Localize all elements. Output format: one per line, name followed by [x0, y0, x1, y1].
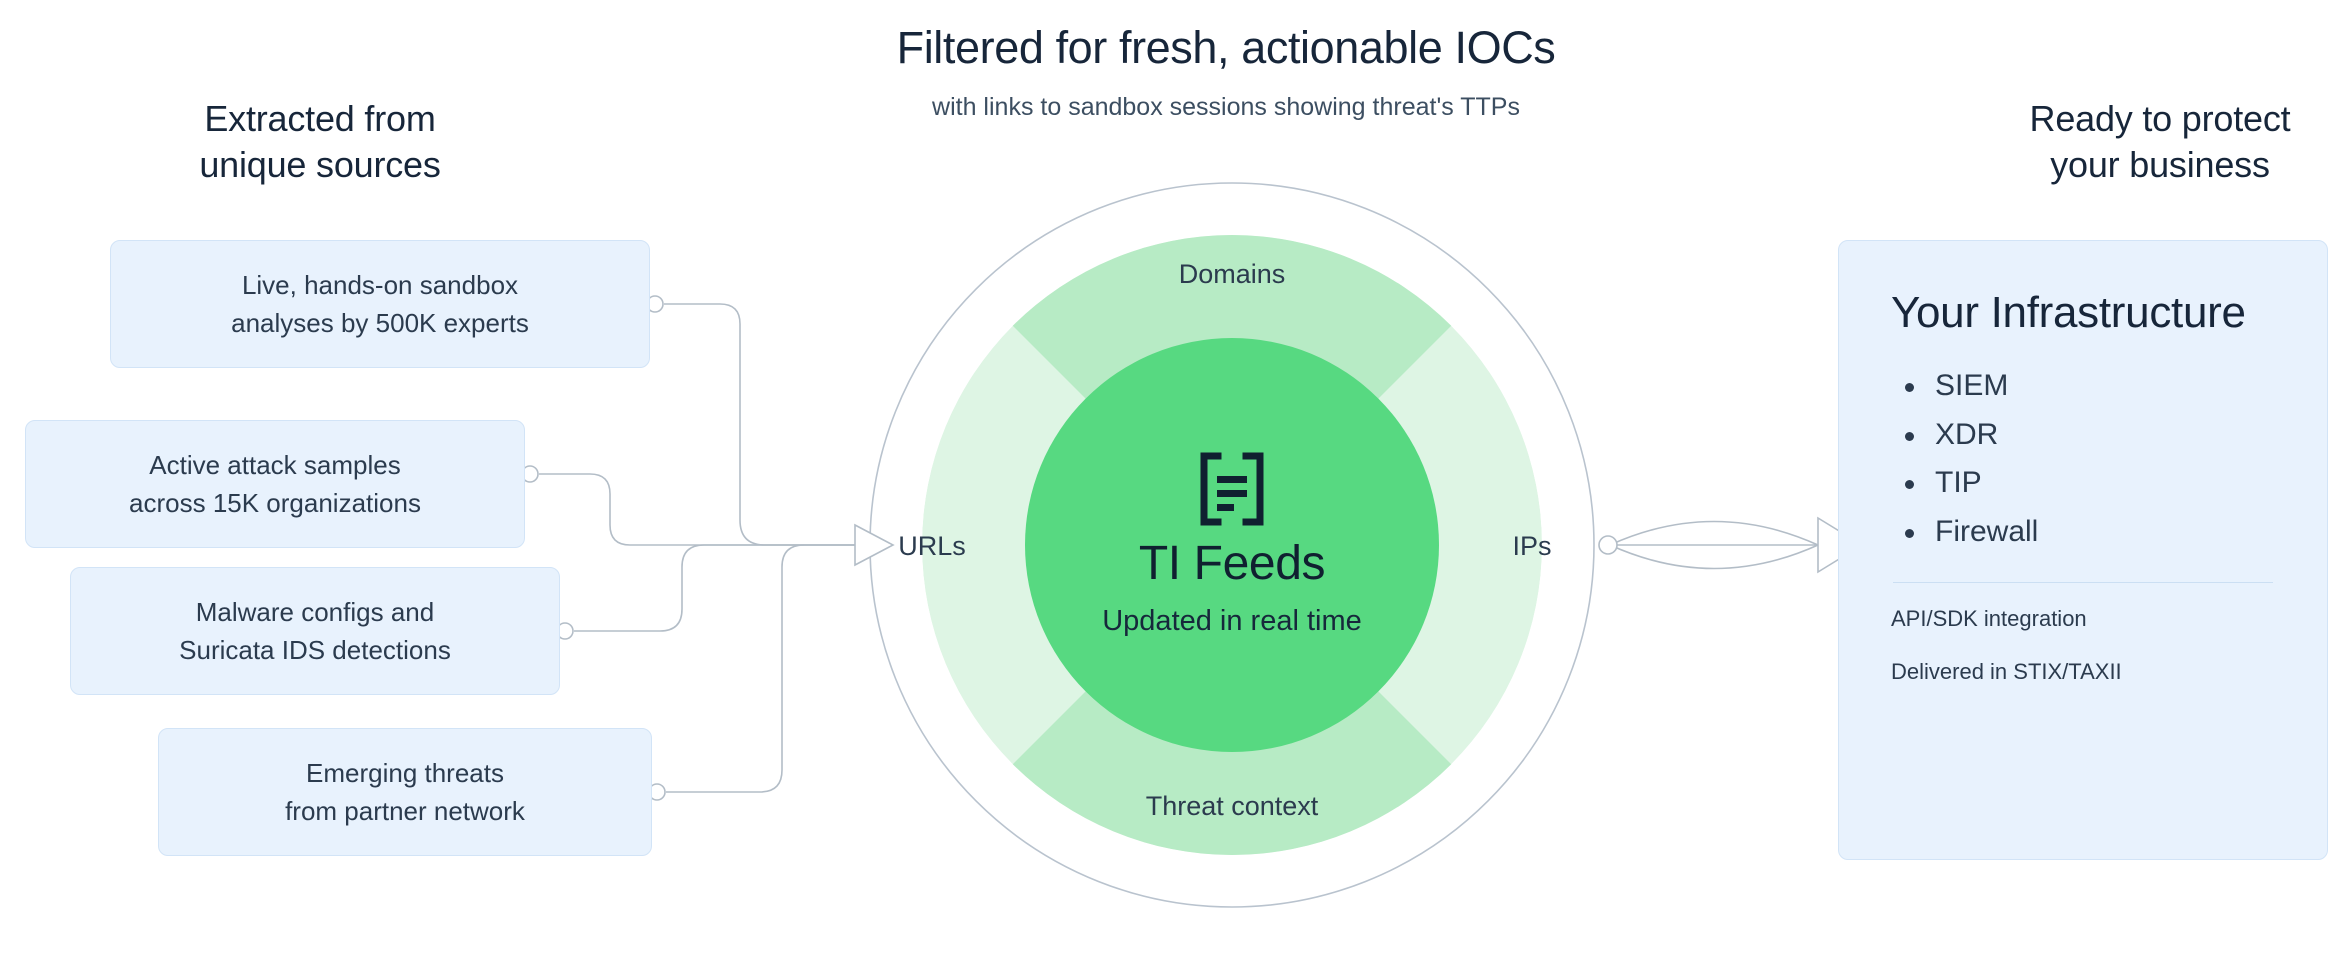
connector-source-2: [574, 544, 855, 632]
infrastructure-note-delivery: Delivered in STIX/TAXII: [1891, 659, 2122, 684]
page-subtitle: with links to sandbox sessions showing t…: [932, 93, 1520, 121]
left-column-heading: Extracted from unique sources: [199, 98, 441, 186]
ring-label-threat-context: Threat context: [1145, 791, 1319, 821]
hub-core-circle: [1025, 338, 1439, 752]
page-title: Filtered for fresh, actionable IOCs: [896, 22, 1556, 73]
connector-source-0: [664, 303, 855, 546]
infrastructure-list: SIEM XDR TIP Firewall: [1897, 362, 2275, 556]
right-connector: [1609, 520, 1819, 570]
infrastructure-note-api: API/SDK integration: [1891, 606, 2087, 632]
connector-source-1: [539, 473, 855, 546]
list-item: SIEM: [1897, 362, 2275, 411]
source-box-attack-samples[interactable]: Active attack samples across 15K organiz…: [25, 420, 525, 548]
hub-title: TI Feeds: [1138, 537, 1326, 591]
list-item: Firewall: [1897, 508, 2275, 557]
ring-label-ips: IPs: [1512, 531, 1552, 561]
connector-output-upper: [1609, 520, 1819, 546]
feed-brackets-icon: [1194, 450, 1270, 533]
list-item: XDR: [1897, 411, 2275, 460]
left-connectors: [539, 303, 855, 793]
source-box-sandbox-analyses[interactable]: Live, hands-on sandbox analyses by 500K …: [110, 240, 650, 368]
source-connector-dots: [521, 295, 666, 801]
hub-core-content: TI Feeds Updated in real time: [1025, 338, 1439, 752]
connector-source-3: [666, 544, 855, 793]
infrastructure-card[interactable]: Your Infrastructure SIEM XDR TIP Firewal…: [1838, 240, 2328, 860]
ring-label-domains: Domains: [1178, 259, 1286, 289]
divider: [1893, 582, 2273, 584]
hub-subtitle: Updated in real time: [1102, 605, 1362, 638]
source-box-emerging-threats[interactable]: Emerging threats from partner network: [158, 728, 652, 856]
ring-label-urls: URLs: [898, 531, 966, 561]
right-column-heading: Ready to protect your business: [2029, 98, 2291, 186]
list-item: TIP: [1897, 459, 2275, 508]
infrastructure-title: Your Infrastructure: [1891, 288, 2246, 337]
source-box-malware-configs[interactable]: Malware configs and Suricata IDS detecti…: [70, 567, 560, 695]
connector-output-lower: [1609, 544, 1819, 570]
